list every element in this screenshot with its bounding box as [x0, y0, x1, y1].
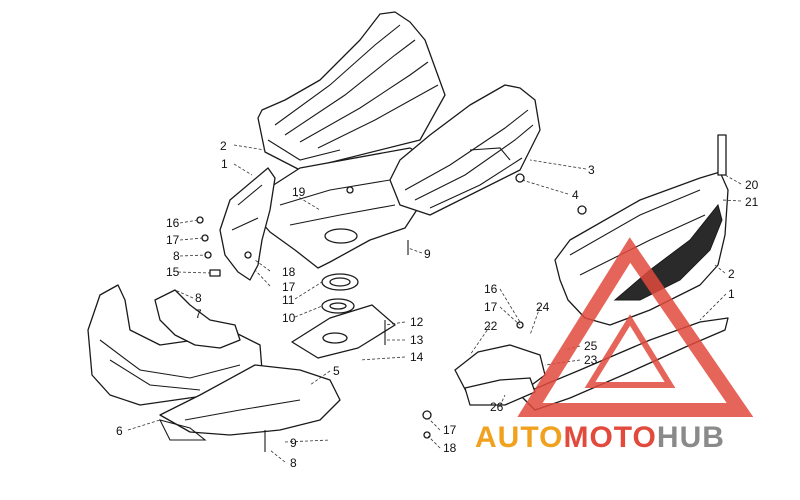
callout-16-left: 16: [166, 216, 180, 230]
svg-text:AUTOMOTOHUB: AUTOMOTOHUB: [475, 421, 725, 454]
upper-right-skid: [389, 84, 541, 216]
right-side-panel: [554, 171, 729, 326]
callout-9-bottom: 9: [290, 436, 297, 450]
callout-25: 25: [584, 339, 598, 353]
callout-17-left: 17: [166, 233, 180, 247]
callout-23: 23: [584, 353, 598, 367]
callout-12: 12: [410, 315, 424, 329]
callout-14: 14: [410, 350, 424, 364]
watermark-hub: HUB: [657, 421, 725, 454]
callout-22: 22: [484, 319, 498, 333]
right-lower-rail: [519, 317, 729, 411]
washers: [321, 273, 359, 314]
callout-2-right: 2: [728, 267, 735, 281]
callout-13: 13: [410, 333, 424, 347]
callout-9-top: 9: [424, 247, 431, 261]
callout-1-left: 1: [221, 157, 228, 171]
mount-plate: [291, 304, 396, 359]
callout-8-left: 8: [173, 249, 180, 263]
callout-15: 15: [166, 265, 180, 279]
callout-7: 7: [195, 307, 202, 321]
callout-3: 3: [588, 163, 595, 177]
callout-labels: 2 1 19 16 17 8 15 18 17 8 11 7 10 9 12 1…: [116, 139, 759, 470]
callout-5: 5: [333, 364, 340, 378]
top-skid-plate: [257, 11, 446, 171]
callout-17-mid: 17: [282, 280, 296, 294]
watermark-moto: MOTO: [563, 421, 656, 454]
callout-8-bottom: 8: [290, 456, 297, 470]
callout-18-mid: 18: [282, 265, 296, 279]
watermark-inner-triangle-icon: [584, 314, 676, 388]
front-inner-bracket: [154, 289, 241, 349]
callout-17-bottom: 17: [443, 423, 457, 437]
callout-2-top: 2: [220, 139, 227, 153]
callout-26: 26: [490, 400, 504, 414]
callout-21: 21: [745, 195, 759, 209]
callout-17-right: 17: [484, 300, 498, 314]
watermark-triangle-icon: [517, 237, 754, 417]
callout-6: 6: [116, 424, 123, 438]
left-side-panel: [219, 167, 276, 281]
leader-lines: [127, 144, 742, 463]
front-bumper-nose: [87, 284, 263, 406]
callout-16-right: 16: [484, 282, 498, 296]
callout-1-right: 1: [728, 287, 735, 301]
callout-19: 19: [292, 185, 306, 199]
callout-24: 24: [536, 300, 550, 314]
callout-11: 11: [282, 293, 295, 307]
automotohub-watermark: AUTOMOTOHUB: [475, 237, 754, 454]
callout-4: 4: [572, 188, 579, 202]
main-chassis-pan: [254, 147, 431, 269]
callout-18-bottom: 18: [443, 441, 457, 455]
watermark-auto: AUTO: [475, 421, 563, 454]
callout-8-mid: 8: [195, 291, 202, 305]
front-lower-pan: [158, 364, 341, 441]
callout-20: 20: [745, 178, 759, 192]
callout-10: 10: [282, 311, 296, 325]
